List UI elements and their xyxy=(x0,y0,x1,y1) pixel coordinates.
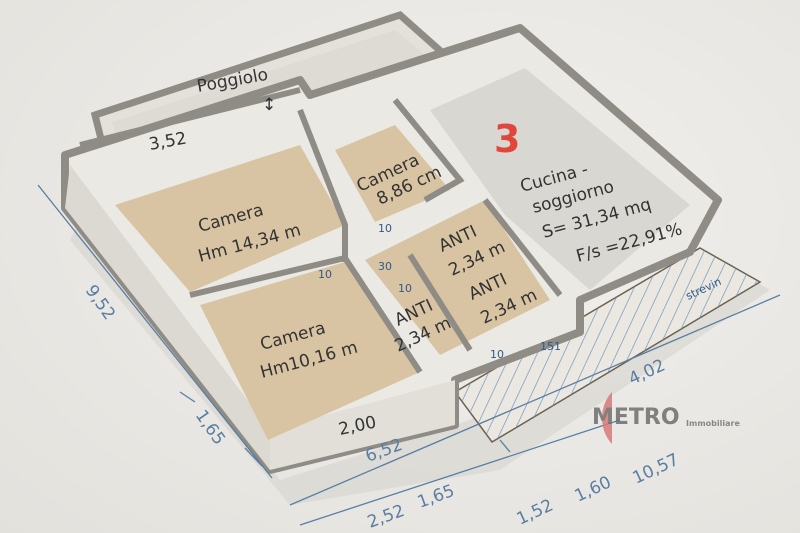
front-wall-left xyxy=(65,165,270,470)
anti-floor xyxy=(365,200,550,355)
dim-chain-1: 2,52 xyxy=(365,501,407,533)
hatched-balcony-fill xyxy=(455,248,760,442)
camera1-floor xyxy=(115,145,345,292)
inner-walls-5 xyxy=(407,253,473,352)
dim-chain-3: 1,52 xyxy=(514,495,557,529)
inner-walls-3 xyxy=(189,254,423,374)
dimension-lines xyxy=(37,184,781,526)
dim-chain-5: 10,57 xyxy=(630,450,683,489)
door-mark: 30 xyxy=(378,260,392,273)
metro-logo: METRO Immobiliare xyxy=(592,392,740,444)
door-mark: 10 xyxy=(490,348,504,361)
door-mark: 10 xyxy=(378,222,392,235)
door-mark: 10 xyxy=(318,268,332,281)
inner-walls-4 xyxy=(482,198,563,297)
camera3-floor xyxy=(200,262,420,440)
inner-walls-6 xyxy=(79,87,301,148)
door-mark: 10 xyxy=(398,282,412,295)
front-wall-bottom xyxy=(270,380,455,470)
logo-subtext: Immobiliare xyxy=(686,419,740,428)
dim-chain-4: 1,60 xyxy=(572,472,615,506)
door-mark: 151 xyxy=(540,340,561,353)
kitchen-floor xyxy=(430,68,690,290)
height-arrow-icon: ↕ xyxy=(262,95,276,115)
kitchen-number: 3 xyxy=(494,117,520,161)
inner-walls-2 xyxy=(392,98,465,203)
camera2-floor xyxy=(335,125,450,222)
inner-walls xyxy=(297,108,348,262)
building-shadow xyxy=(70,220,770,505)
logo-text: METRO xyxy=(592,405,680,430)
